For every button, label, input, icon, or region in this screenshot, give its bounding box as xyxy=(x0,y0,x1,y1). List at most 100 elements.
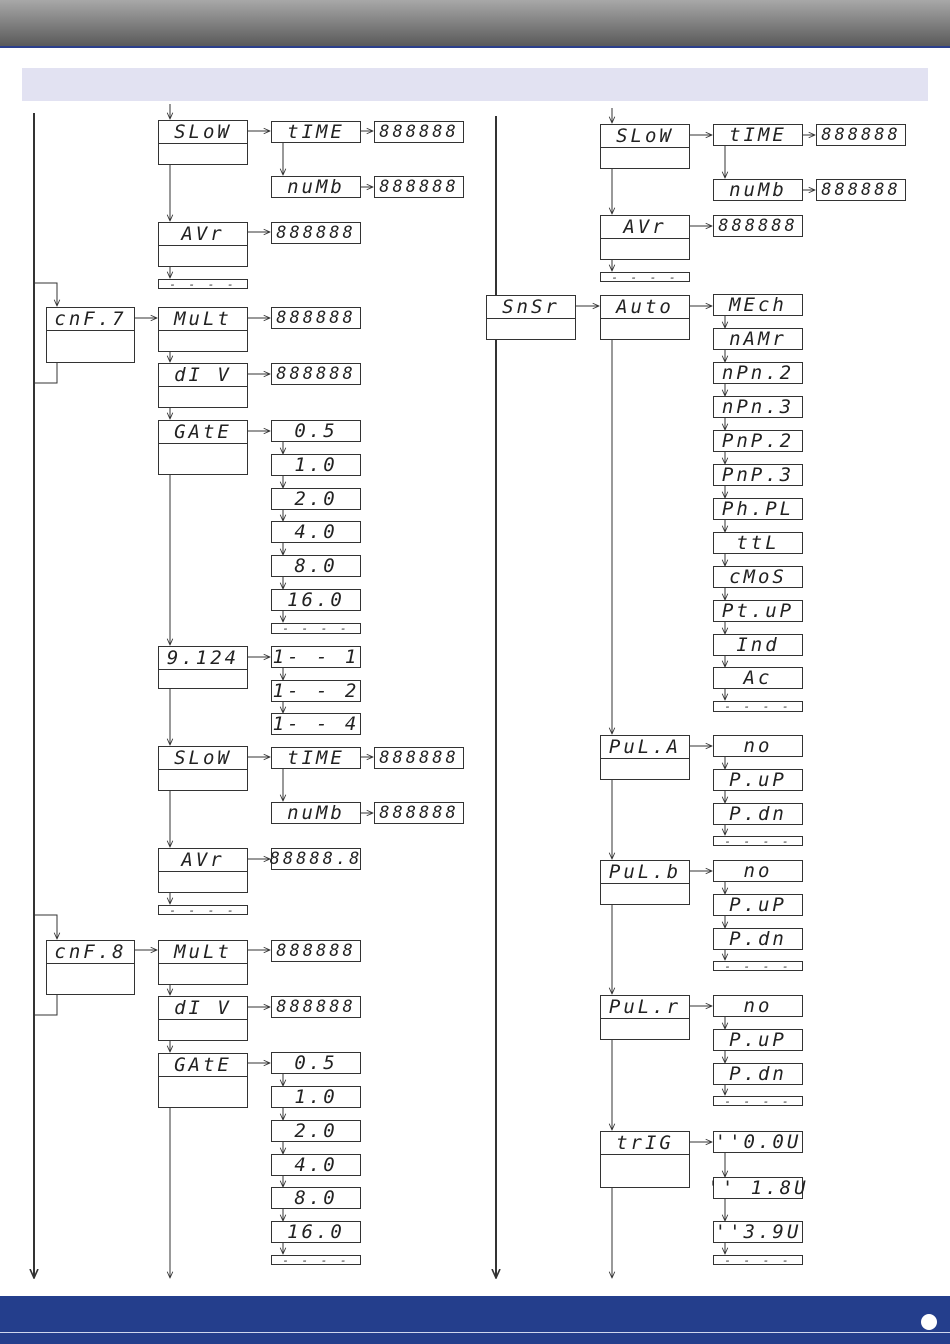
menu-avr-text: AVr xyxy=(159,849,247,872)
trig-option: '' 1.8U xyxy=(707,1177,809,1199)
gate-option: 4.0 xyxy=(271,1154,361,1176)
menu-gate-text: GAtE xyxy=(159,421,247,444)
gate-option-text: 0.5 xyxy=(294,1052,338,1074)
auto-option-text: Pt.uP xyxy=(721,600,795,622)
auto-option-text: nAMr xyxy=(729,328,787,350)
menu-trig: trIG xyxy=(600,1131,690,1188)
gate-option-text: 2.0 xyxy=(294,1120,338,1142)
auto-option-text: ttL xyxy=(736,532,780,554)
gate-option: 16.0 xyxy=(271,589,361,611)
menu-avr-text: AVr xyxy=(601,216,689,239)
value-display-text: 888888 xyxy=(821,125,901,145)
menu-pulr: PuL.r xyxy=(600,995,690,1040)
menu-auto: Auto xyxy=(600,295,690,340)
value-display-text: 888888 xyxy=(379,122,459,142)
value-display-text: 888888 xyxy=(379,748,459,768)
gate-option-text: 1.0 xyxy=(294,1086,338,1108)
gate-option: 1.0 xyxy=(271,454,361,476)
menu-time: tIME xyxy=(271,121,361,143)
gate-option: 16.0 xyxy=(271,1221,361,1243)
page-header-bar xyxy=(0,0,950,48)
menu-end-text: - - - - xyxy=(724,834,792,848)
menu-slow-text: SLoW xyxy=(159,121,247,144)
menu-pulb-option-text: P.dn xyxy=(729,928,787,950)
value-display-text: 888888 xyxy=(379,803,459,823)
menu-end: - - - - xyxy=(600,270,690,284)
gate-option: 1.0 xyxy=(271,1086,361,1108)
menu-avr: AVr xyxy=(158,222,248,267)
menu-end: - - - - xyxy=(713,834,803,848)
value-display: 888888 xyxy=(374,802,464,824)
menu-pulr-text: PuL.r xyxy=(601,996,689,1019)
gate-option-text: 1.0 xyxy=(294,454,338,476)
menu-end: - - - - xyxy=(713,700,803,713)
menu-div-text: dI V xyxy=(159,364,247,387)
menu-auto-text: Auto xyxy=(601,296,689,319)
flow-connector xyxy=(34,995,58,1016)
menu-end: - - - - xyxy=(158,277,248,291)
value-display: 888888 xyxy=(271,996,361,1018)
menu-mult-text: MuLt xyxy=(159,308,247,331)
q124-option-text: 1- - 4 xyxy=(272,713,360,735)
menu-avr: AVr xyxy=(600,215,690,260)
gate-option-text: 16.0 xyxy=(287,1221,345,1243)
menu-pula-text: PuL.A xyxy=(601,736,689,759)
value-display-text: 888888 xyxy=(718,216,798,236)
auto-option-text: nPn.3 xyxy=(721,396,795,418)
value-display: 888888 xyxy=(374,176,464,198)
menu-numb: nuMb xyxy=(713,179,803,201)
trig-option-text: ''3.9U xyxy=(714,1221,802,1243)
value-display: 888888 xyxy=(271,307,361,329)
menu-end: - - - - xyxy=(271,1254,361,1267)
menu-slow: SLoW xyxy=(158,120,248,165)
menu-pulr-option: P.dn xyxy=(713,1063,803,1085)
menu-end-text: - - - - xyxy=(724,700,792,713)
auto-option: Ph.PL xyxy=(713,498,803,520)
menu-mult: MuLt xyxy=(158,307,248,352)
menu-div: dI V xyxy=(158,363,248,408)
gate-option: 2.0 xyxy=(271,488,361,510)
gate-option-text: 4.0 xyxy=(294,1154,338,1176)
menu-gate-text: GAtE xyxy=(159,1054,247,1077)
menu-time: tIME xyxy=(271,747,361,769)
auto-option-text: cMoS xyxy=(729,566,787,588)
gate-option: 8.0 xyxy=(271,1187,361,1209)
menu-cnf7-text: cnF.7 xyxy=(47,308,134,331)
auto-option-text: Ph.PL xyxy=(721,498,795,520)
menu-pulr-option-text: P.dn xyxy=(729,1063,787,1085)
menu-pulb-text: PuL.b xyxy=(601,861,689,884)
gate-option-text: 0.5 xyxy=(294,420,338,442)
gate-option-text: 8.0 xyxy=(294,555,338,577)
trig-option-text: '' 1.8U xyxy=(707,1177,809,1199)
flow-connector xyxy=(34,363,58,384)
menu-pula-option: no xyxy=(713,735,803,757)
q124-option: 1- - 1 xyxy=(271,646,361,668)
menu-gate: GAtE xyxy=(158,1053,248,1108)
menu-slow: SLoW xyxy=(158,746,248,791)
menu-time-text: tIME xyxy=(729,124,787,146)
auto-option-text: nPn.2 xyxy=(721,362,795,384)
menu-pula-option: P.dn xyxy=(713,803,803,825)
value-display-text: 888888 xyxy=(276,997,356,1017)
menu-end: - - - - xyxy=(271,622,361,635)
auto-option-text: Ac xyxy=(743,667,773,689)
menu-end: - - - - xyxy=(713,1254,803,1267)
auto-option-text: PnP.2 xyxy=(721,430,795,452)
menu-end-text: - - - - xyxy=(282,622,350,635)
menu-end-text: - - - - xyxy=(169,277,237,291)
auto-option-text: Ind xyxy=(736,634,780,656)
menu-end-text: - - - - xyxy=(611,270,679,284)
menu-pulb-option-text: no xyxy=(743,860,773,882)
menu-numb: nuMb xyxy=(271,176,361,198)
auto-option: nPn.3 xyxy=(713,396,803,418)
trig-option: ''3.9U xyxy=(713,1221,803,1243)
menu-end-text: - - - - xyxy=(724,959,792,973)
gate-option: 0.5 xyxy=(271,1052,361,1074)
menu-numb-text: nuMb xyxy=(729,179,787,201)
menu-numb: nuMb xyxy=(271,802,361,824)
menu-cnf8-text: cnF.8 xyxy=(47,941,134,964)
menu-pula-option-text: P.uP xyxy=(729,769,787,791)
menu-time-text: tIME xyxy=(287,747,345,769)
gate-option: 0.5 xyxy=(271,420,361,442)
